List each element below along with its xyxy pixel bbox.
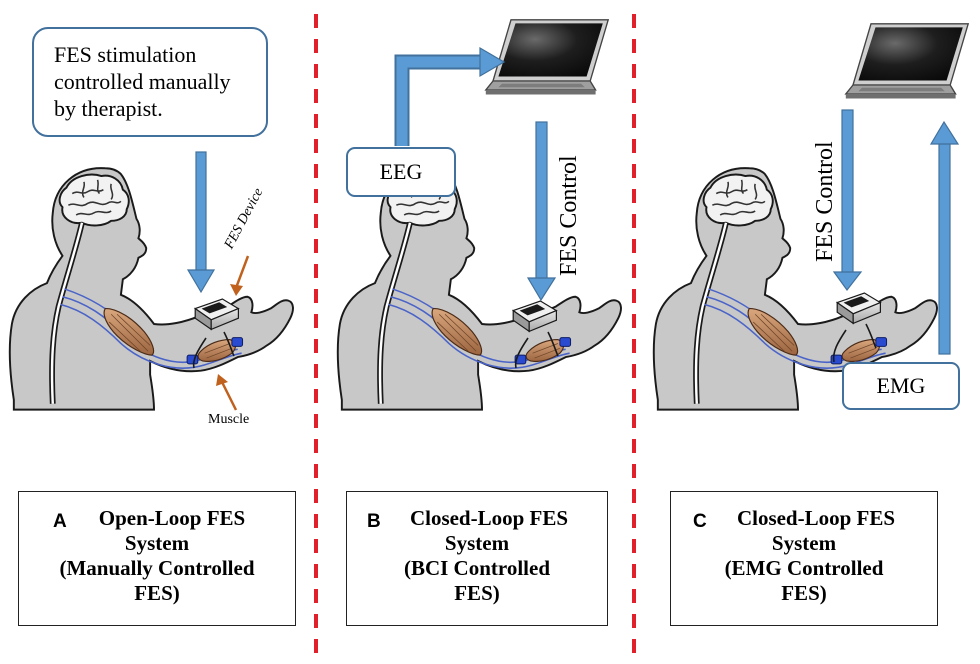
caption-a-line-4: FES) (134, 581, 180, 605)
emg-label: EMG (876, 373, 926, 398)
panel-c-graphics (654, 23, 969, 410)
fes-control-label-c: FES Control (812, 141, 838, 262)
panel-b-graphics (338, 19, 621, 410)
caption-letter-a: A (53, 511, 67, 532)
caption-b-line-2: System (444, 531, 510, 555)
laptop-icon-c (845, 23, 969, 100)
caption-b-line-1: Closed-Loop FES (409, 506, 569, 530)
caption-c-line-4: FES) (781, 581, 827, 605)
caption-letter-b: B (367, 511, 381, 532)
fes-control-label-b: FES Control (556, 155, 582, 276)
note-line-2: controlled manually (54, 69, 231, 94)
caption-c-line-3: (EMG Controlled (724, 556, 884, 580)
caption-c-line-2: System (771, 531, 837, 555)
caption-a-line-2: System (124, 531, 190, 555)
note-line-1: FES stimulation (54, 42, 197, 67)
caption-a-line-1: Open-Loop FES (98, 506, 246, 530)
muscle-label: Muscle (208, 412, 250, 427)
eeg-box: EEG (346, 147, 456, 197)
eeg-label: EEG (379, 159, 423, 184)
caption-letter-c: C (693, 511, 707, 532)
laptop-icon-b (485, 19, 609, 96)
caption-b-line-4: FES) (454, 581, 500, 605)
caption-b-line-3: (BCI Controlled (403, 556, 551, 580)
caption-a: A Open-Loop FES System (Manually Control… (18, 491, 296, 626)
caption-c: C Closed-Loop FES System (EMG Controlled… (670, 491, 938, 626)
manual-control-note: FES stimulation controlled manually by t… (32, 27, 268, 137)
caption-a-line-3: (Manually Controlled (59, 556, 255, 580)
caption-b: B Closed-Loop FES System (BCI Controlled… (346, 491, 608, 626)
panel-a-graphics (10, 151, 293, 410)
caption-c-line-1: Closed-Loop FES (736, 506, 896, 530)
emg-box: EMG (842, 362, 960, 410)
note-line-3: by therapist. (54, 96, 163, 121)
